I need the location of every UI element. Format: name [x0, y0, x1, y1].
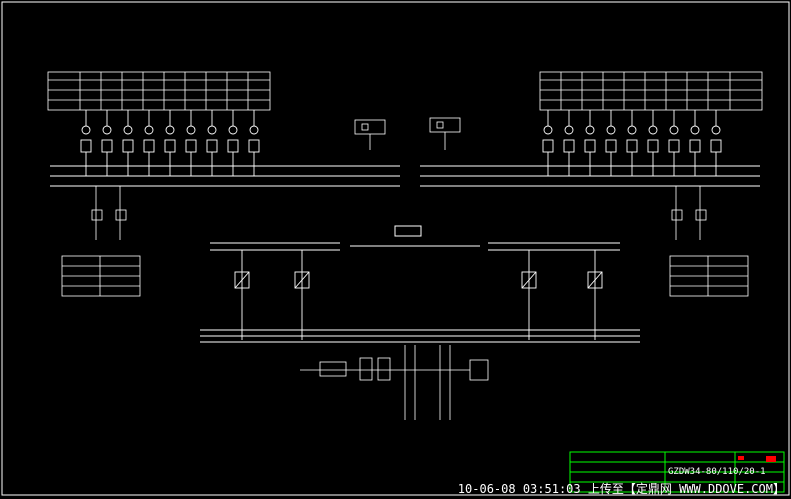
right-feeder-breakers: [542, 110, 722, 176]
right-dc-buses: [420, 165, 760, 187]
distribution-panel: [300, 345, 489, 420]
breaker-icon: [80, 139, 92, 153]
right-feeder-table: [539, 71, 763, 111]
breaker-icon: [605, 139, 617, 153]
breaker-icon: [564, 125, 574, 135]
battery-branch-right: [669, 186, 749, 297]
breaker-icon: [711, 125, 721, 135]
breaker-icon: [710, 139, 722, 153]
breaker-icon: [563, 139, 575, 153]
left-feeder-table: [47, 71, 271, 111]
breaker-icon: [122, 139, 134, 153]
breaker-icon: [542, 139, 554, 153]
breaker-icon: [248, 139, 260, 153]
ac-lower-bus: [200, 329, 640, 343]
breaker-icon: [627, 125, 637, 135]
breaker-icon: [144, 125, 154, 135]
left-feeder-breakers: [80, 110, 260, 176]
breaker-icon: [185, 139, 197, 153]
breaker-icon: [690, 125, 700, 135]
breaker-icon: [626, 139, 638, 153]
breaker-icon: [101, 139, 113, 153]
title-block-accent: [738, 456, 776, 462]
breaker-icon: [143, 139, 155, 153]
monitor-unit-left: [354, 119, 386, 150]
breaker-icon: [227, 139, 239, 153]
breaker-icon: [186, 125, 196, 135]
drawing-number: GZDW34-80/110/20-1: [668, 467, 766, 477]
left-dc-buses: [50, 165, 400, 187]
breaker-icon: [249, 125, 259, 135]
breaker-icon: [164, 139, 176, 153]
breaker-icon: [689, 139, 701, 153]
breaker-icon: [647, 139, 659, 153]
breaker-icon: [668, 139, 680, 153]
breaker-icon: [102, 125, 112, 135]
title-block: [569, 451, 785, 493]
ac-input-bus: [210, 225, 620, 251]
rectifier-modules: [234, 250, 603, 340]
breaker-icon: [81, 125, 91, 135]
breaker-icon: [585, 125, 595, 135]
breaker-icon: [206, 139, 218, 153]
battery-branch-left: [61, 186, 141, 297]
upload-stamp: 10-06-08 03:51:03 上传至【定鼎网 WWW.DDOVE.COM】: [457, 482, 785, 496]
monitor-unit-right: [429, 117, 461, 150]
breaker-icon: [648, 125, 658, 135]
breaker-icon: [165, 125, 175, 135]
breaker-icon: [207, 125, 217, 135]
breaker-icon: [584, 139, 596, 153]
breaker-icon: [606, 125, 616, 135]
breaker-icon: [669, 125, 679, 135]
breaker-icon: [543, 125, 553, 135]
breaker-icon: [123, 125, 133, 135]
breaker-icon: [228, 125, 238, 135]
